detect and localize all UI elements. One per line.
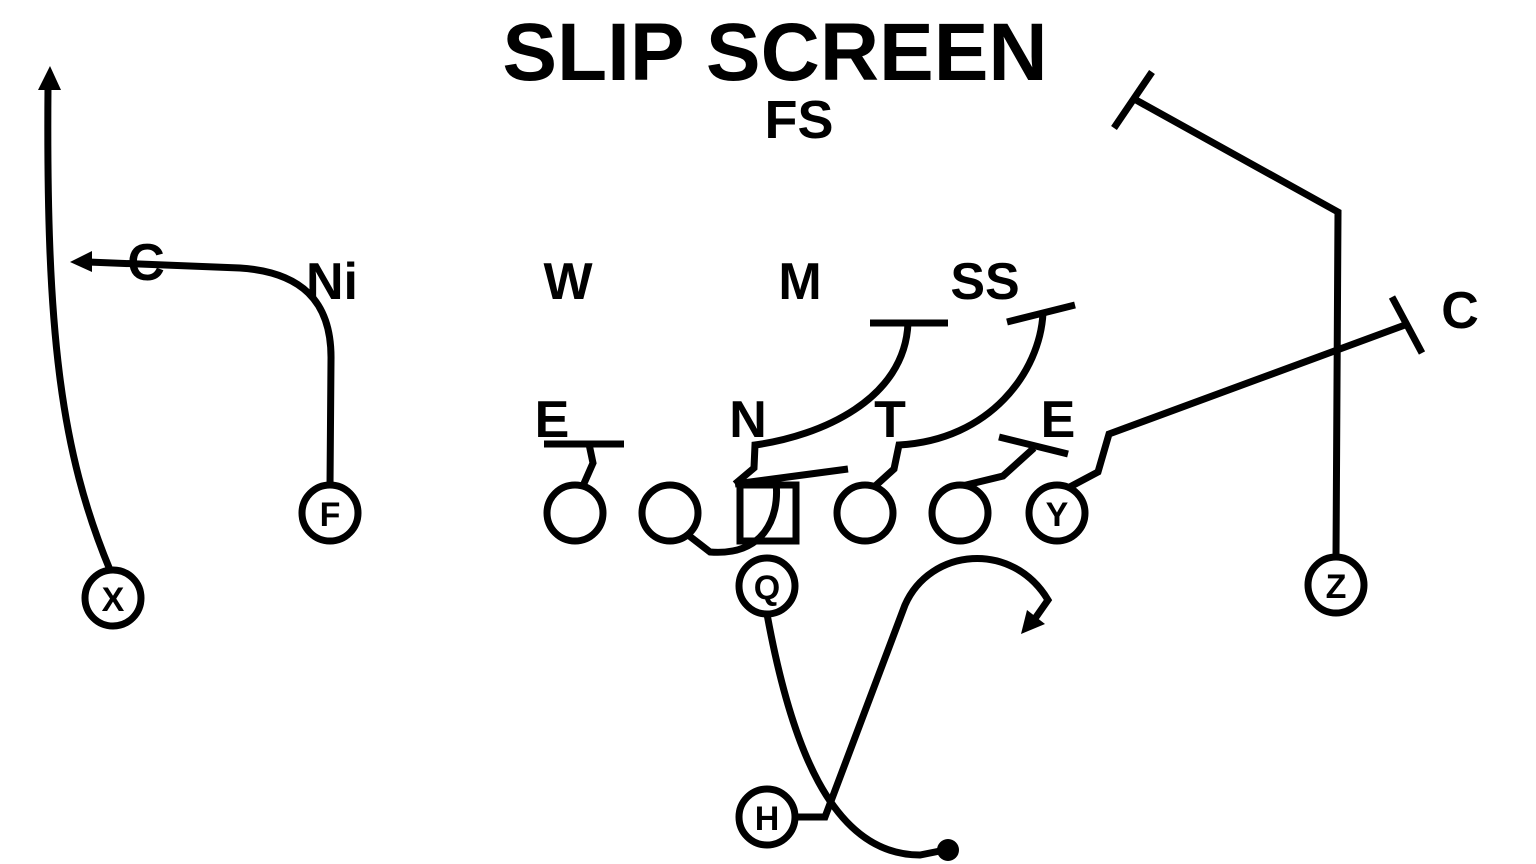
x-route — [38, 66, 114, 572]
player-y: Y — [1025, 481, 1089, 545]
free-safety-label: FS — [764, 90, 833, 150]
left-tackle — [543, 481, 607, 545]
player-q: Q — [735, 554, 799, 618]
arrow-head-icon — [38, 66, 61, 90]
right-guard-block — [870, 301, 1076, 491]
q-route — [763, 613, 959, 861]
svg-text:Y: Y — [1046, 496, 1069, 534]
svg-text:Z: Z — [1326, 568, 1347, 606]
left-guard — [638, 481, 702, 545]
nose-label: N — [729, 391, 767, 449]
player-f: F — [298, 481, 362, 545]
arrow-head-icon — [70, 251, 92, 272]
svg-text:H: H — [755, 800, 780, 838]
strong-safety-label: SS — [950, 253, 1019, 311]
right-tackle — [928, 481, 992, 545]
tackle-label: T — [874, 391, 906, 449]
left-end-label: E — [535, 391, 570, 449]
center-block — [732, 319, 948, 488]
play-title: SLIP SCREEN — [502, 7, 1047, 98]
f-route — [70, 251, 335, 487]
left-guard-block — [676, 481, 781, 556]
player-x: X — [81, 566, 145, 630]
left-tackle-block — [544, 440, 624, 490]
svg-text:X: X — [102, 581, 125, 619]
ball-icon — [937, 839, 959, 861]
y-block — [1064, 295, 1426, 493]
arrow-head-icon — [1021, 610, 1045, 634]
player-h: H — [735, 785, 799, 849]
right-end-label: E — [1041, 391, 1076, 449]
z-block — [1111, 70, 1342, 558]
will-label: W — [543, 253, 593, 311]
player-z: Z — [1304, 553, 1368, 617]
h-route — [795, 555, 1053, 821]
right-corner-label: C — [1441, 282, 1479, 340]
mike-label: M — [778, 253, 821, 311]
svg-text:Q: Q — [754, 569, 780, 607]
right-guard — [833, 481, 897, 545]
right-tackle-block — [961, 433, 1069, 490]
svg-text:F: F — [320, 496, 341, 534]
center — [736, 481, 800, 545]
